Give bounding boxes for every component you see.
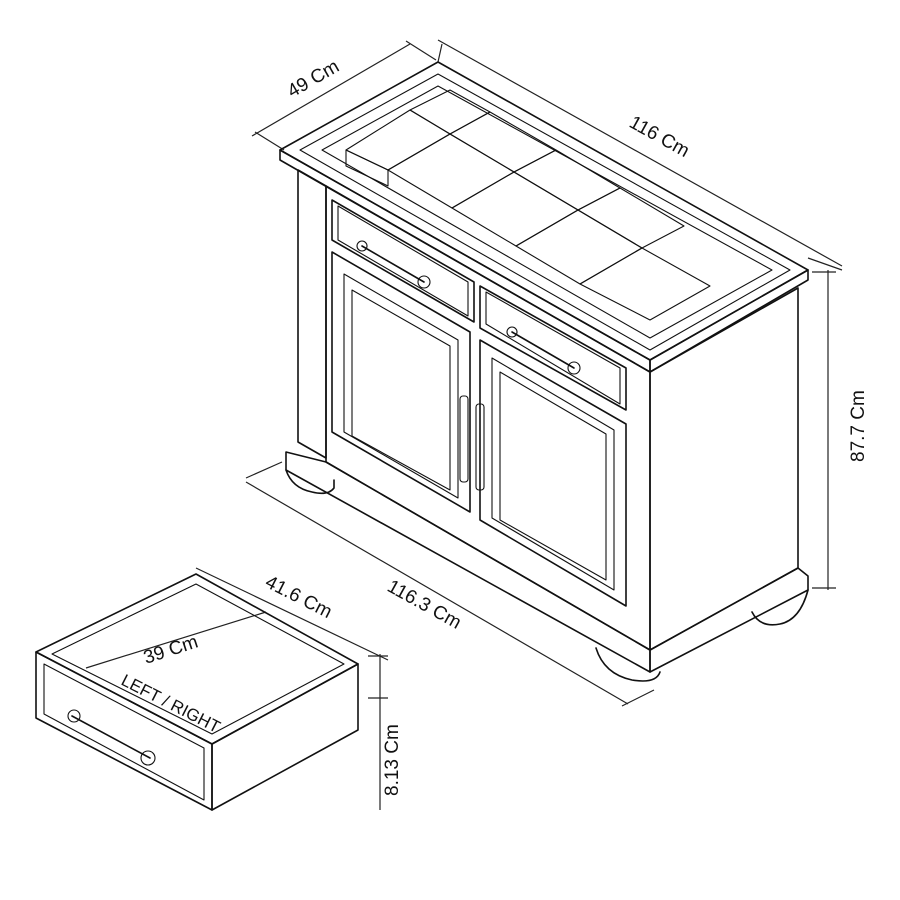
drawer-inner-depth-label: 39 Cm [141,631,201,668]
cabinet-height-label: 87.7 Cm [848,390,869,462]
drawer-outer-depth-label: 41.6 Cm [262,572,336,623]
cabinet-doors [331,251,627,607]
top-inlay-pattern [345,89,711,321]
cabinet-base-width-label: 116.3 Cm [384,576,465,634]
cabinet-top-width-label: 116 Cm [626,112,693,162]
dimension-lines [85,39,843,810]
dimension-labels: 49 Cm 116 Cm 87.7 Cm 116.3 Cm 41.6 Cm 39… [118,56,869,796]
cabinet-depth-label: 49 Cm [284,56,343,102]
drawer-height-label: 8.13 Cm [382,724,403,796]
cabinet-top [279,61,809,373]
open-drawer [35,573,359,811]
cabinet-handles [356,240,581,491]
cabinet-body [285,169,809,682]
cabinet-drawers [331,199,627,411]
